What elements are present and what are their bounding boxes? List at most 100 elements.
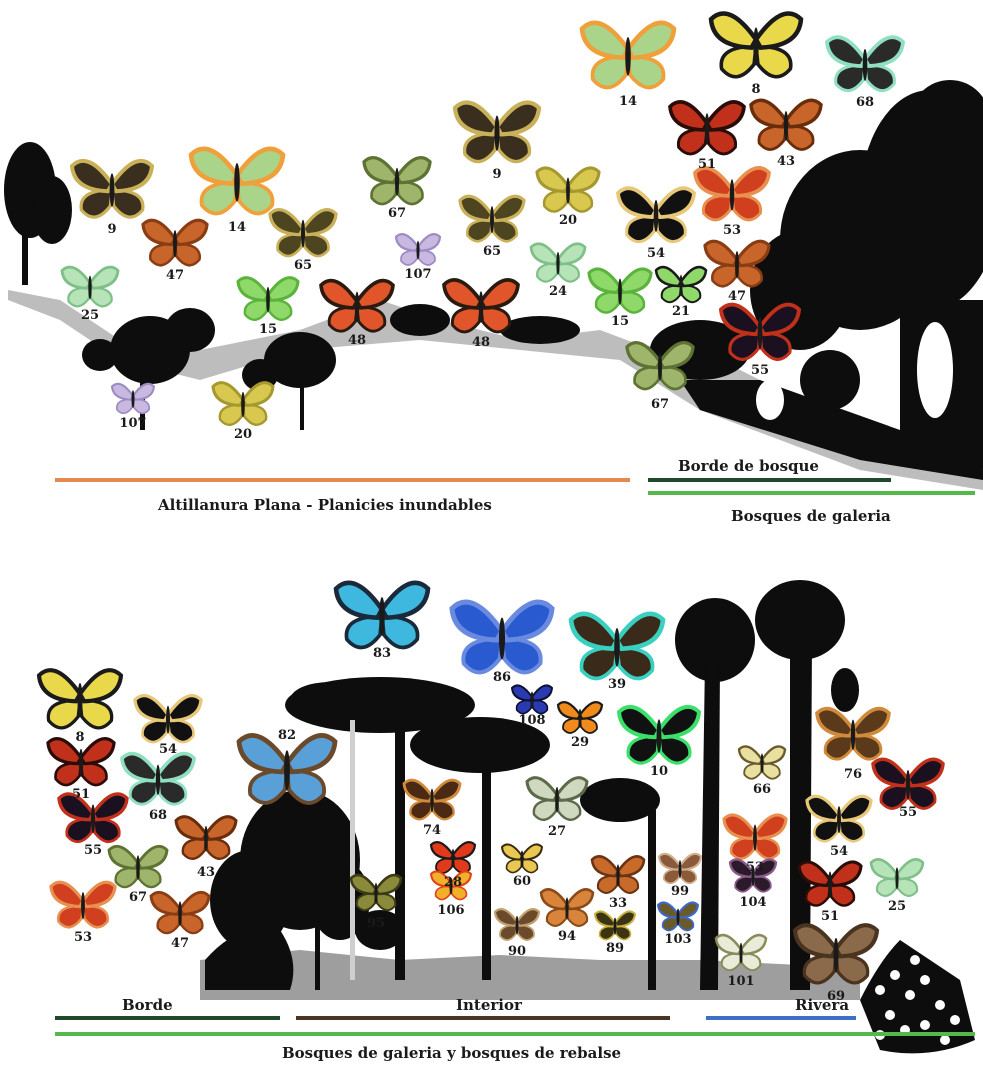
label-interior: Interior [456, 996, 522, 1014]
panel_top-butterfly-14 [191, 149, 283, 214]
panel_top-butterfly-47 [143, 220, 207, 265]
panel_bottom-butterfly-94 [541, 889, 593, 926]
panel_bottom-butterfly-10 [619, 707, 699, 763]
panel_top-butterfly-67 [364, 158, 430, 204]
panel_top-butterfly-68 [827, 37, 903, 90]
panel_bottom-butterfly-99 [659, 854, 701, 884]
panel_bottom-species-number: 74 [423, 823, 441, 838]
panel_bottom-species-number: 76 [844, 767, 862, 782]
label-borde-bosque: Borde de bosque [678, 457, 819, 475]
panel_top-butterfly-48 [444, 280, 518, 332]
panel_top-butterfly-9 [455, 103, 539, 162]
label-bosques-galeria-rebalse: Bosques de galeria y bosques de rebalse [282, 1044, 621, 1062]
panel_bottom-species-number: 25 [888, 899, 906, 914]
panel_bottom-species-number: 101 [727, 974, 754, 989]
panel_top-butterfly-54 [618, 188, 694, 241]
panel_bottom-species-number: 68 [149, 808, 167, 823]
panel_top-species-number: 20 [234, 427, 252, 442]
panel_top-species-number: 107 [404, 267, 431, 282]
panel_bottom-butterfly-83 [336, 583, 428, 648]
panel_bottom-species-number: 103 [664, 932, 691, 947]
panel_top-butterfly-8 [711, 13, 801, 76]
panel_bottom-butterfly-27 [527, 778, 587, 820]
panel_top-butterfly-20 [213, 383, 273, 425]
panel_bottom-species-number: 47 [171, 936, 189, 951]
panel_bottom-species-number: 89 [606, 941, 624, 956]
panel_top-species-number: 15 [259, 322, 277, 337]
panel_bottom-butterfly-86 [452, 602, 552, 672]
panel_top-species-number: 14 [228, 220, 246, 235]
panel_top-butterfly-25 [62, 267, 118, 306]
panel_top-butterfly-20 [537, 168, 599, 212]
panel_top-species-number: 20 [559, 213, 577, 228]
panel_top-species-number: 65 [483, 244, 501, 259]
panel_bottom-species-number: 99 [671, 884, 689, 899]
zone-line-bosques-galeria [648, 491, 975, 495]
panel_bottom-species-number: 10 [650, 764, 668, 779]
panel_top-species-number: 9 [107, 222, 116, 237]
panel_top-species-number: 54 [647, 246, 665, 261]
panel_top-species-number: 21 [672, 304, 690, 319]
panel_bottom-butterfly-66 [739, 746, 785, 778]
panel_bottom-species-number: 94 [558, 929, 576, 944]
panel_bottom-butterfly-39 [571, 614, 663, 679]
panel_bottom-species-number: 28 [444, 875, 462, 890]
panel_top-butterfly-51 [670, 102, 744, 154]
zone-line-altillanura [55, 478, 630, 482]
panel_bottom-species-number: 54 [159, 742, 177, 757]
panel_top-species-number: 15 [611, 314, 629, 329]
panel_bottom-species-number: 108 [518, 713, 545, 728]
bottom-ground [200, 950, 860, 1000]
panel_bottom-species-number: 43 [197, 865, 215, 880]
panel_bottom-butterfly-103 [658, 902, 698, 930]
panel_bottom-species-number: 55 [84, 843, 102, 858]
panel_top-species-number: 67 [388, 206, 406, 221]
panel_bottom-butterfly-53 [724, 815, 786, 859]
panel_bottom-butterfly-43 [176, 817, 236, 859]
panel_bottom-species-number: 67 [129, 890, 147, 905]
panel_top-species-number: 14 [619, 94, 637, 109]
zone-line-rivera [706, 1016, 856, 1020]
panel_bottom-species-number: 95 [367, 916, 385, 931]
panel_bottom-species-number: 8 [75, 730, 84, 745]
panel_bottom-butterfly-25 [871, 859, 923, 896]
panel_bottom-butterfly-54 [135, 696, 201, 742]
panel_bottom-species-number: 83 [373, 646, 391, 661]
panel_bottom-butterfly-89 [595, 911, 635, 939]
panel_bottom-butterfly-74 [404, 780, 460, 819]
panel_bottom-species-number: 51 [821, 909, 839, 924]
panel_bottom-species-number: 53 [746, 860, 764, 875]
panel_bottom-species-number: 60 [513, 874, 531, 889]
panel_bottom-butterfly-55 [59, 794, 127, 842]
panel_bottom-butterfly-60 [502, 844, 542, 872]
label-bosques-galeria: Bosques de galeria [731, 507, 891, 525]
panel_bottom-species-number: 69 [827, 989, 845, 1004]
panel_top-butterfly-65 [460, 196, 524, 241]
panel_bottom-butterfly-54 [807, 796, 871, 841]
panel_top-butterfly-24 [531, 244, 585, 282]
panel_top-species-number: 47 [728, 289, 746, 304]
panel_top-butterfly-21 [656, 267, 706, 302]
panel_bottom-butterfly-29 [558, 702, 602, 733]
panel_bottom-butterfly-108 [512, 685, 552, 713]
panel_top-butterfly-107 [112, 384, 154, 414]
zone-line-bosques-galeria-rebalse [55, 1032, 975, 1036]
panel_bottom-species-number: 27 [548, 824, 566, 839]
panel_bottom-butterfly-33 [592, 856, 644, 893]
panel_bottom-butterfly-67 [109, 846, 167, 887]
panel_bottom-species-number: 33 [609, 896, 627, 911]
panel_bottom-butterfly-51 [48, 739, 114, 785]
panel_top-species-number: 48 [472, 335, 490, 350]
panel_bottom-butterfly-53 [51, 882, 115, 927]
panel_bottom-species-number: 66 [753, 782, 771, 797]
panel_top-butterfly-9 [72, 161, 152, 217]
panel_top-butterfly-107 [396, 234, 440, 265]
panel_top-species-number: 51 [698, 157, 716, 172]
panel_top-butterfly-43 [751, 100, 821, 149]
panel_bottom-species-number: 90 [508, 944, 526, 959]
panel_top-species-number: 24 [549, 284, 567, 299]
panel_bottom-butterfly-76 [817, 709, 889, 760]
river-rocks [860, 940, 975, 1053]
panel_top-species-number: 9 [492, 167, 501, 182]
